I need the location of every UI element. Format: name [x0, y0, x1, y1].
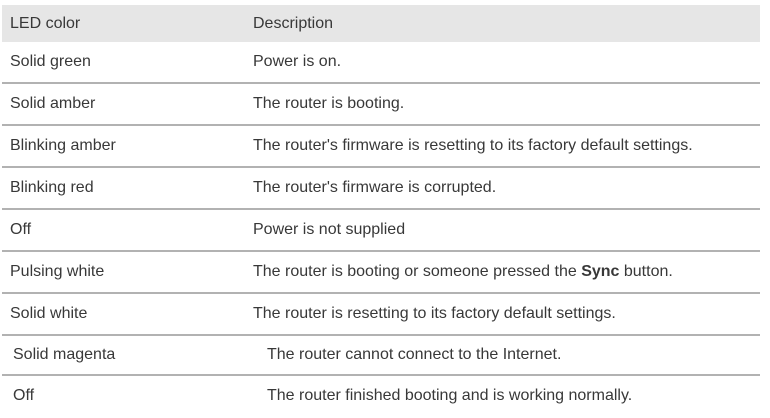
- bold-text: Sync: [581, 263, 620, 280]
- header-description: Description: [253, 14, 334, 32]
- table-row: Off The router finished booting and is wo…: [2, 376, 760, 416]
- table-row: Off Power is not supplied: [2, 210, 760, 252]
- description-cell: The router is booting or someone pressed…: [253, 263, 760, 281]
- text-segment: The router finished booting and is worki…: [267, 387, 633, 404]
- table-row: Blinking amber The router's firmware is r…: [2, 126, 760, 168]
- led-color-cell: Solid amber: [10, 95, 96, 112]
- table-row: Solid amber The router is booting.: [2, 84, 760, 126]
- table-row: Pulsing white The router is booting or so…: [2, 252, 760, 294]
- description-cell: The router finished booting and is worki…: [253, 387, 760, 405]
- description-cell: The router's firmware is resetting to it…: [253, 137, 760, 155]
- header-led-color: LED color: [10, 14, 81, 32]
- table-row: Solid magenta The router cannot connect t…: [2, 336, 760, 376]
- description-cell: The router's firmware is corrupted.: [253, 179, 760, 197]
- table-row: Solid green Power is on.: [2, 42, 760, 84]
- table-row: Blinking red The router's firmware is cor…: [2, 168, 760, 210]
- led-color-cell: Off: [10, 221, 32, 238]
- table-header-row: LED color Description: [2, 5, 760, 42]
- description-cell: Power is on.: [253, 53, 760, 71]
- description-cell: The router is resetting to its factory d…: [253, 305, 760, 323]
- text-segment: The router cannot connect to the Interne…: [267, 346, 562, 363]
- led-color-cell: Solid white: [10, 305, 88, 322]
- text-segment: The router is booting.: [253, 95, 405, 112]
- led-color-cell: Blinking red: [10, 179, 94, 196]
- led-color-cell: Solid green: [10, 53, 91, 70]
- led-color-cell: Solid magenta: [13, 346, 116, 363]
- text-segment: The router is booting or someone pressed…: [253, 263, 582, 280]
- text-segment: The router is resetting to its factory d…: [253, 305, 616, 322]
- text-segment: Power is on.: [253, 53, 342, 70]
- description-cell: The router cannot connect to the Interne…: [253, 346, 760, 364]
- led-color-cell: Pulsing white: [10, 263, 105, 280]
- text-segment: The router's firmware is resetting to it…: [253, 137, 693, 154]
- text-segment: Power is not supplied: [253, 221, 406, 238]
- table-row: Solid white The router is resetting to it…: [2, 294, 760, 336]
- description-cell: The router is booting.: [253, 95, 760, 113]
- description-cell: Power is not supplied: [253, 221, 760, 239]
- led-color-cell: Off: [13, 387, 35, 404]
- text-segment: button.: [619, 263, 673, 280]
- led-color-cell: Blinking amber: [10, 137, 116, 154]
- text-segment: The router's firmware is corrupted.: [253, 179, 497, 196]
